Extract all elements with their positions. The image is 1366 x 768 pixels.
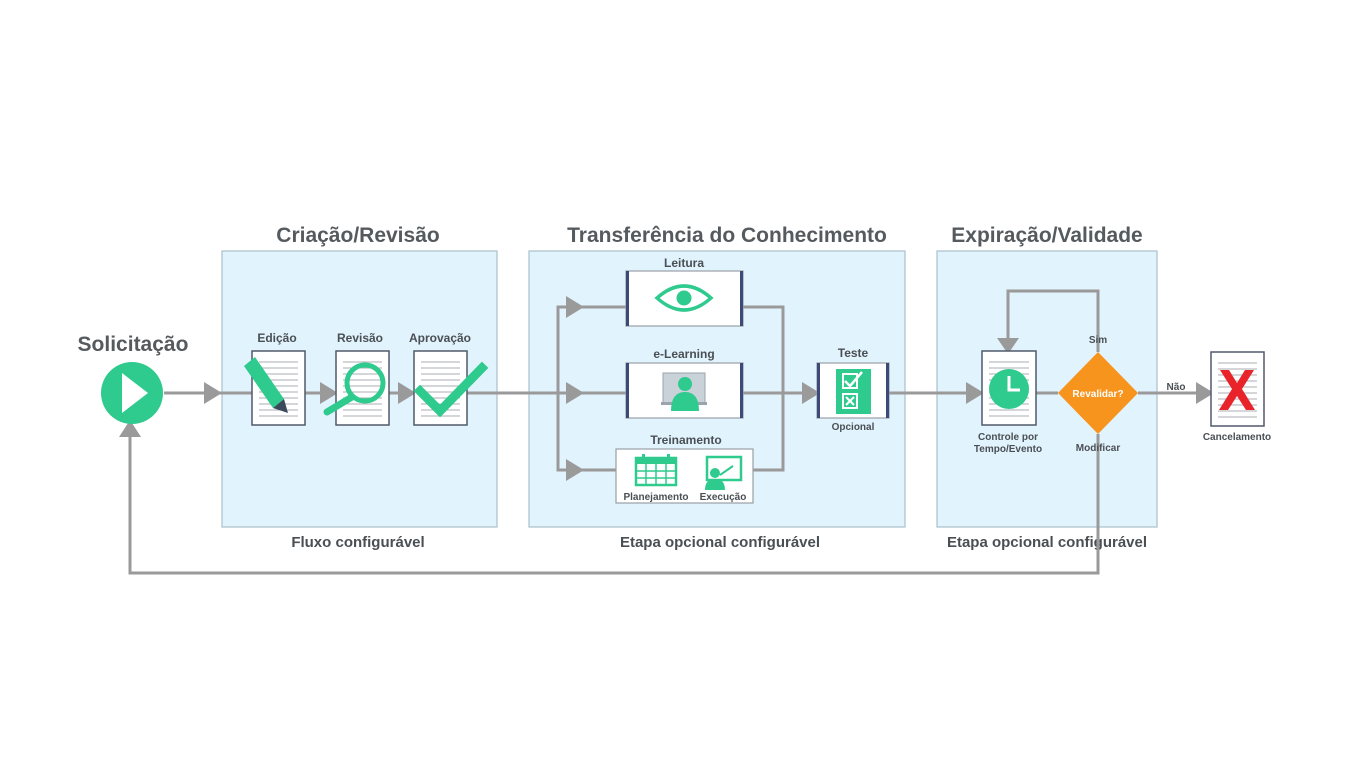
decision-diamond: Revalidar? bbox=[1058, 352, 1138, 434]
pencil-icon bbox=[244, 357, 288, 413]
label-revalidar: Revalidar? bbox=[1072, 389, 1123, 400]
checkmark-icon bbox=[413, 361, 489, 418]
arrowheads bbox=[119, 296, 1214, 481]
label-nao: Não bbox=[1167, 382, 1186, 393]
play-icon bbox=[101, 362, 163, 424]
section-title-transferencia: Transferência do Conhecimento bbox=[567, 224, 887, 247]
label-controle-line1: Controle por bbox=[978, 432, 1038, 443]
label-planejamento: Planejamento bbox=[623, 492, 688, 503]
calendar-icon bbox=[634, 454, 678, 487]
step-label-edicao: Edição bbox=[257, 331, 296, 345]
caption-transferencia: Etapa opcional configurável bbox=[620, 534, 820, 551]
clock-icon bbox=[989, 369, 1029, 409]
section-title-expiracao: Expiração/Validade bbox=[951, 224, 1142, 247]
caption-criacao: Fluxo configurável bbox=[291, 534, 424, 551]
step-label-leitura: Leitura bbox=[664, 256, 704, 270]
section-title-solicitacao: Solicitação bbox=[78, 333, 189, 356]
label-controle-line2: Tempo/Evento bbox=[974, 444, 1042, 455]
presenter-icon bbox=[705, 455, 743, 490]
caption-expiracao: Etapa opcional configurável bbox=[947, 534, 1147, 551]
label-modificar: Modificar bbox=[1076, 443, 1121, 454]
section-title-criacao: Criação/Revisão bbox=[276, 224, 439, 247]
label-opcional: Opcional bbox=[832, 422, 875, 433]
label-sim: Sim bbox=[1089, 335, 1107, 346]
step-label-teste: Teste bbox=[838, 346, 869, 360]
person-screen-icon bbox=[661, 372, 707, 411]
checklist-icon bbox=[836, 369, 871, 414]
label-execucao: Execução bbox=[700, 492, 747, 503]
step-label-elearning: e-Learning bbox=[653, 347, 714, 361]
step-label-treinamento: Treinamento bbox=[650, 433, 721, 447]
label-cancelamento: Cancelamento bbox=[1203, 432, 1271, 443]
x-icon bbox=[1219, 370, 1255, 410]
magnifier-icon bbox=[323, 362, 386, 416]
eye-icon bbox=[654, 284, 714, 312]
step-label-revisao: Revisão bbox=[337, 331, 383, 345]
step-label-aprovacao: Aprovação bbox=[409, 331, 471, 345]
